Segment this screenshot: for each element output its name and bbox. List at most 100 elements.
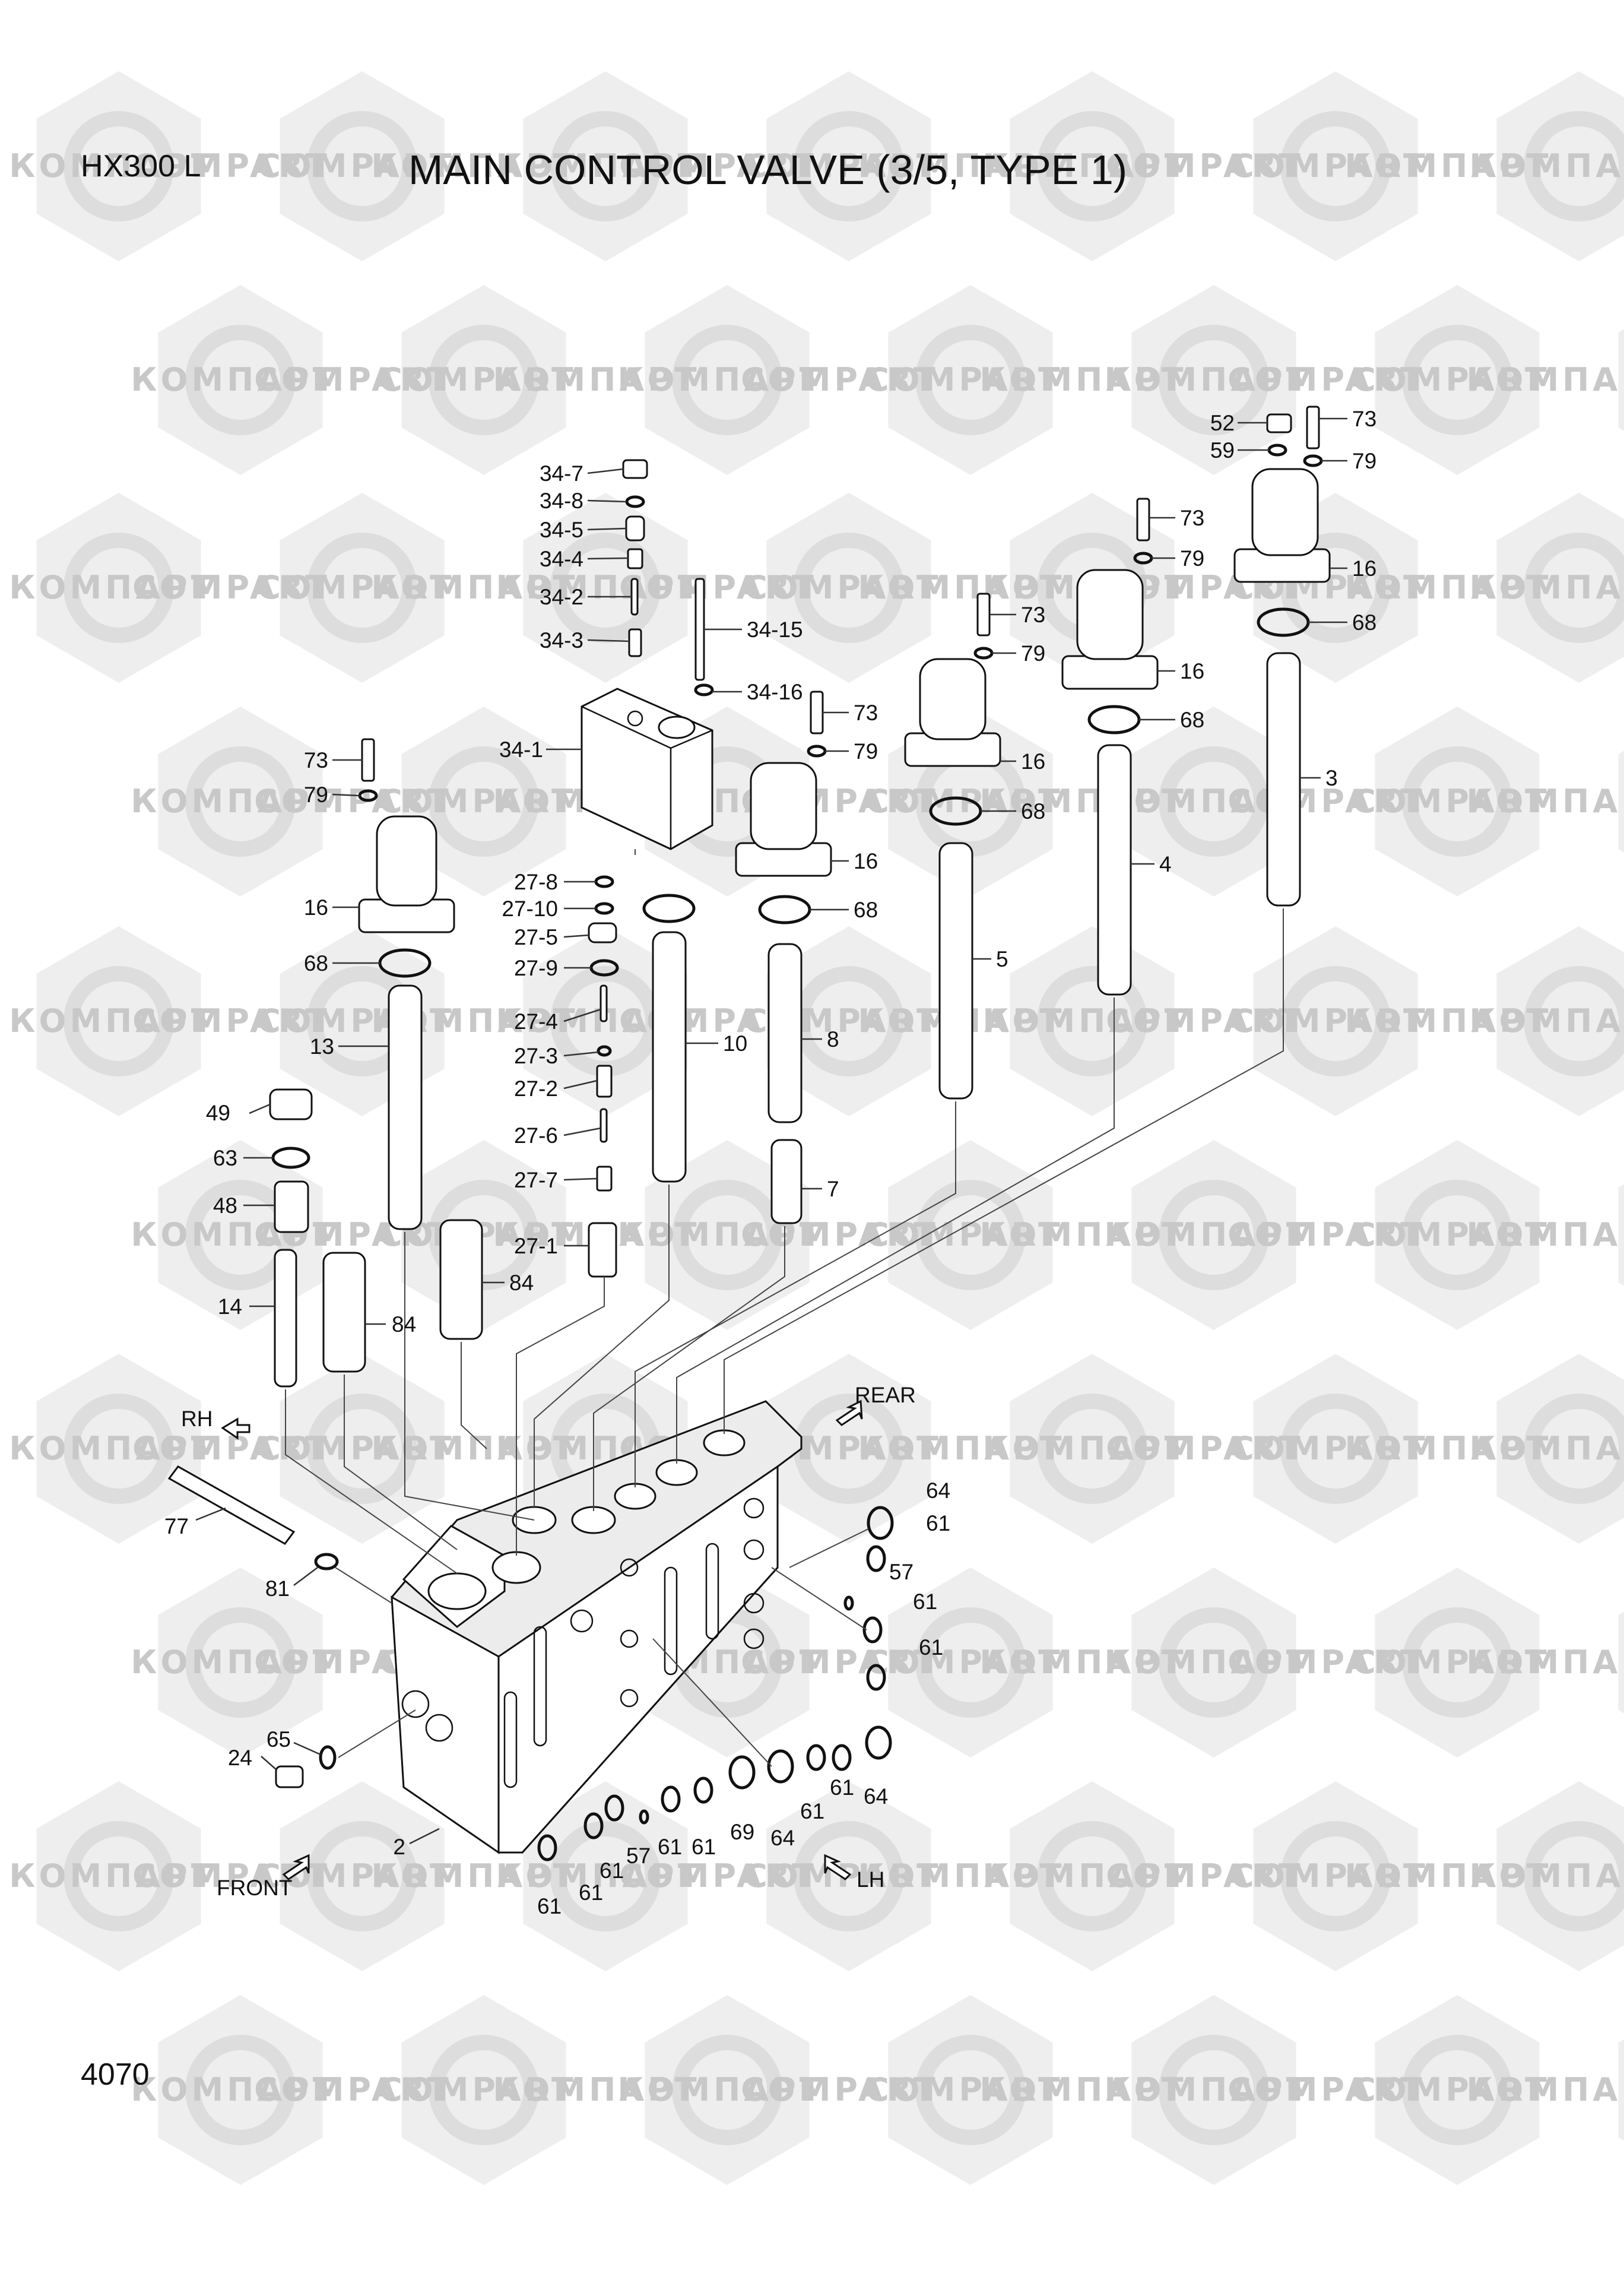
watermark-text: COMPART: [379, 783, 577, 820]
watermark-ring: [672, 2035, 782, 2145]
watermark-text: КОМПАРТ: [1104, 361, 1311, 398]
watermark-text: COMPART: [254, 361, 452, 398]
watermark-text: COMPART: [132, 569, 331, 606]
watermark-ring: [672, 1180, 782, 1290]
watermark-text: COMPART: [254, 783, 452, 820]
watermark-ring: [1159, 325, 1269, 435]
callout: 69: [730, 1820, 754, 1844]
callout: 61: [926, 1511, 950, 1535]
watermark-text: КОМПАРТ: [9, 1430, 216, 1467]
watermark-text: КОМПАРТ: [1104, 1644, 1311, 1681]
watermark-text: КОМПАРТ: [131, 783, 338, 820]
watermark-text: COMPART: [1230, 147, 1429, 185]
watermark-ring: [1159, 2035, 1269, 2145]
callout: 79: [854, 739, 878, 764]
watermark-hexagon: [1253, 926, 1418, 1116]
callout: 59: [1210, 438, 1235, 463]
callout: 2: [393, 1835, 405, 1859]
watermark-ring: [185, 746, 296, 857]
callout: 79: [1021, 641, 1045, 666]
watermark-ring: [1159, 746, 1269, 857]
watermark-text: COMPART: [1352, 361, 1550, 398]
watermark-hexagon: [280, 71, 445, 261]
watermark-ring: [307, 1821, 417, 1931]
watermark-text: КОМПАРТ: [1469, 1002, 1624, 1040]
watermark-text: КОМПАРТ: [1344, 1002, 1552, 1040]
watermark-text: КОМПАРТ: [982, 1002, 1190, 1040]
callout: 61: [692, 1835, 716, 1859]
callout: 48: [213, 1193, 237, 1218]
watermark-text: COMPART: [1106, 147, 1304, 185]
watermark-hexagon: [766, 926, 931, 1116]
callout: 27-6: [514, 1123, 558, 1148]
watermark-hexagon: [523, 71, 688, 261]
callout: 34-15: [747, 618, 803, 642]
callout: 8: [827, 1027, 839, 1052]
watermark-text: КОМПАРТ: [617, 2071, 824, 2108]
watermark-hexagon: [401, 707, 566, 897]
watermark-hexagon: [1618, 1611, 1624, 1714]
callout: 34-7: [540, 461, 583, 486]
pilot-caps: [358, 406, 1331, 933]
watermark-ring: [550, 111, 661, 221]
callout: 27-2: [514, 1076, 558, 1101]
callout: 27-7: [514, 1168, 558, 1192]
watermark-ring: [1402, 325, 1512, 435]
watermark-text: COMPART: [744, 147, 942, 185]
watermark-text: КОМПАРТ: [496, 1857, 703, 1895]
watermark-hexagon: [1131, 285, 1296, 475]
watermark-text: COMPART: [1227, 783, 1426, 820]
watermark-text: COMPART: [619, 1857, 817, 1895]
right-seals: [537, 1506, 894, 1861]
watermark-hexagon: [1618, 1184, 1624, 1286]
watermark-hexagon: [1375, 707, 1540, 897]
watermark-ring: [1280, 533, 1391, 643]
watermark-text: COMPART: [1106, 1857, 1304, 1895]
watermark-ring: [1280, 1394, 1391, 1504]
watermark-text: КОМПАРТ: [9, 147, 216, 185]
lh-arrow-icon: [824, 1854, 852, 1880]
small-parts-column: [588, 459, 714, 1278]
watermark-text: COMPART: [257, 1430, 455, 1467]
assembly-lines: [285, 849, 1284, 1767]
watermark-hexagon: [158, 285, 323, 475]
callout: 34-5: [540, 518, 583, 542]
callout: 14: [218, 1294, 242, 1319]
callout: 10: [723, 1031, 747, 1056]
callout: 16: [1021, 749, 1045, 774]
callout: 73: [1021, 603, 1045, 627]
page-title: MAIN CONTROL VALVE (3/5, TYPE 1): [408, 147, 1128, 193]
watermark-text: КОМПАРТ: [979, 1216, 1187, 1253]
callout: 61: [579, 1880, 603, 1905]
callout: 79: [304, 783, 328, 807]
front-arrow-icon: [282, 1854, 310, 1880]
watermark-text: COMPART: [257, 147, 455, 185]
watermark-hexagon: [1375, 1995, 1540, 2185]
spools: [378, 607, 1310, 1230]
watermark-ring: [185, 1607, 296, 1718]
watermark-text: КОМПАРТ: [858, 1857, 1065, 1895]
watermark-ring: [794, 533, 904, 643]
watermark-ring: [64, 1821, 174, 1931]
watermark-ring: [915, 2035, 1026, 2145]
watermark-text: КОМПАРТ: [1344, 1857, 1552, 1895]
watermark-text: COMPART: [1352, 783, 1550, 820]
watermark-hexagon: [523, 493, 688, 683]
watermark-text: COMPART: [1230, 1857, 1429, 1895]
watermark-ring: [550, 1821, 661, 1931]
watermark-text: КОМПАРТ: [1469, 1430, 1624, 1467]
page-number: 4070: [81, 2057, 150, 2092]
label-rear: REAR: [855, 1383, 916, 1407]
callout: 34-8: [540, 489, 583, 513]
watermark-hexagon: [280, 1354, 445, 1544]
watermark-text: КОМПАРТ: [9, 569, 216, 606]
watermark-hexagon: [1618, 329, 1624, 431]
watermark-text: КОМПАРТ: [131, 1644, 338, 1681]
watermark-text: COMPART: [379, 361, 577, 398]
watermark-ring: [64, 533, 174, 643]
watermark-hexagon: [401, 285, 566, 475]
label-rh: RH: [181, 1407, 212, 1431]
watermark-text: КОМПАРТ: [858, 1430, 1065, 1467]
watermark-text: КОМПАРТ: [9, 1002, 216, 1040]
